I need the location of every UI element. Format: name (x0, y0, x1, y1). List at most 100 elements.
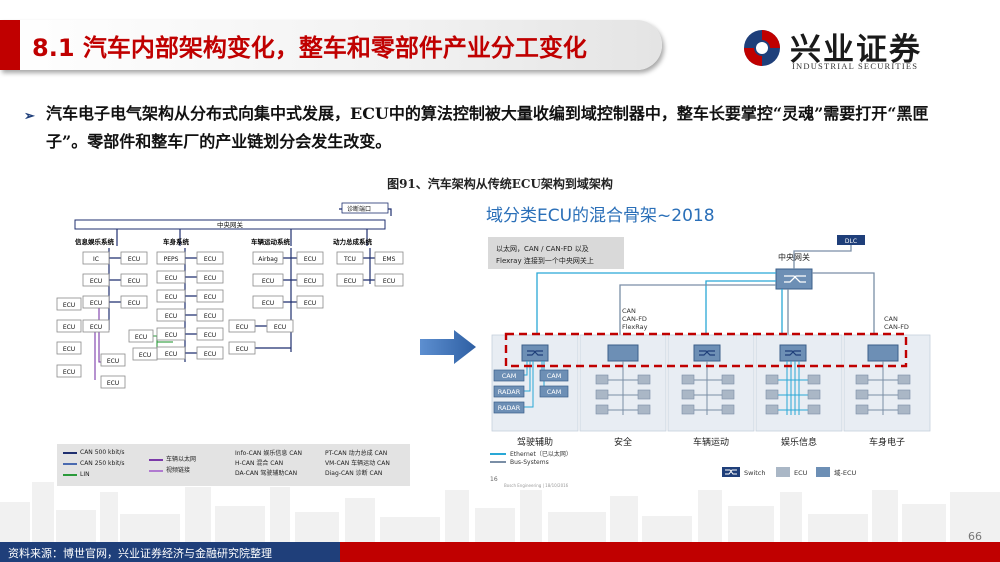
note-line-2: Flexray 连接到一个中央网关上 (496, 256, 594, 265)
ecu-label: ECU (304, 278, 316, 285)
note-line-1: 以太网，CAN / CAN-FD 以及 (496, 244, 589, 253)
gateway-label: 中央网关 (217, 220, 244, 229)
ecu-label: ECU (262, 278, 274, 285)
ecu-label-tcu: TCU (343, 256, 356, 263)
dlc-label: DLC (845, 238, 857, 245)
ecu-label-peps: PEPS (164, 256, 179, 263)
legend-switch: Switch (744, 469, 766, 477)
ecu-label: ECU (128, 256, 140, 263)
diagnostic-port-label: 诊断端口 (347, 205, 371, 213)
domain-architecture-svg: 以太网，CAN / CAN-FD 以及 Flexray 连接到一个中央网关上 D… (488, 235, 931, 488)
ecu-label: ECU (204, 313, 216, 320)
bus-label-can-fd-right: CAN-FD (884, 323, 909, 331)
legend-item-can250: CAN 250 kbit/s (63, 460, 125, 467)
domain-label-body: 车身电子 (869, 436, 905, 448)
diagram-fine-print: Bosch Engineering | 18/10/2016 (504, 483, 569, 488)
company-logo: 兴业证券 INDUSTRIAL SECURITIES (742, 26, 982, 74)
footer-source-text: 资料来源：博世官网，兴业证券经济与金融研究院整理 (8, 547, 272, 560)
group-label-body: 车身系统 (163, 237, 190, 246)
ecu-label: ECU (304, 256, 316, 263)
ecu-label: ECU (344, 278, 356, 285)
legend-item-info-can: Info-CAN 娱乐信息 CAN (235, 450, 303, 457)
ecu-label-ems: EMS (383, 256, 396, 263)
radar-label: RADAR (498, 388, 521, 396)
ecu-label: ECU (204, 294, 216, 301)
legend-item-h-can: H-CAN 混合 CAN (235, 460, 284, 467)
page-number: 66 (968, 530, 982, 543)
legend-domain-ecu: 域-ECU (834, 468, 856, 477)
ecu-label: ECU (63, 346, 75, 353)
footer-blue-segment (0, 542, 340, 562)
bullet-paragraph: ➢ 汽车电子电气架构从分布式向集中式发展，ECU中的算法控制被大量收编到域控制器… (24, 100, 958, 156)
ecu-label: ECU (262, 300, 274, 307)
domain-label-infotainment: 娱乐信息 (781, 436, 817, 448)
ecu-label: ECU (90, 300, 102, 307)
bus-label-can-fd: CAN-FD (622, 315, 647, 323)
domain-ecu-architecture-diagram: 域分类ECU的混合骨架~2018 以太网，CAN / CAN-FD 以及 Fle… (482, 195, 937, 490)
legend-item-vm-can: VM-CAN 车辆运动 CAN (325, 460, 390, 467)
ecu-label: ECU (383, 278, 395, 285)
footer-bar: 资料来源：博世官网，兴业证券经济与金融研究院整理 (0, 542, 1000, 562)
group-label-motion: 车辆运动系统 (251, 237, 291, 246)
ecu-label-ic: IC (93, 256, 99, 263)
logo-chinese-name: 兴业证券 (790, 32, 922, 68)
ecu-label: ECU (107, 380, 119, 387)
ecu-label: ECU (204, 256, 216, 263)
ecu-label: ECU (204, 351, 216, 358)
city-skyline-decoration (0, 474, 1000, 542)
ecu-label: ECU (63, 369, 75, 376)
ecu-label: ECU (204, 332, 216, 339)
ecu-label: ECU (165, 313, 177, 320)
legend-item-lin: LIN (63, 471, 90, 478)
ecu-label: ECU (63, 324, 75, 331)
group-label-infotainment: 信息娱乐系统 (75, 237, 115, 246)
ecu-label: ECU (236, 346, 248, 353)
ecu-label: ECU (304, 300, 316, 307)
ecu-label: ECU (128, 300, 140, 307)
legend-item-diag-can: Diag-CAN 诊断 CAN (325, 470, 383, 477)
legend-item-can500: CAN 500 kbit/s (63, 449, 125, 456)
legend-item-video: 视频链接 (149, 465, 190, 474)
page-title: 8.1 汽车内部架构变化，整车和零部件产业分工变化 (32, 34, 587, 62)
ecu-label: ECU (128, 278, 140, 285)
domain-controller-highlight-box (504, 332, 908, 368)
title-accent (0, 20, 20, 70)
traditional-ecu-architecture-diagram: 中央网关 诊断端口 信息娱乐系统 车身系统 车辆运动系统 动力总成系统 (55, 202, 410, 487)
left-diagram-legend: CAN 500 kbit/s CAN 250 kbit/s LIN 车辆以太网 … (57, 444, 410, 486)
group-label-powertrain: 动力总成系统 (333, 237, 373, 246)
bus-label-can-right: CAN (884, 315, 898, 323)
bullet-text: 汽车电子电气架构从分布式向集中式发展，ECU中的算法控制被大量收编到域控制器中，… (46, 104, 929, 151)
ecu-label: ECU (236, 324, 248, 331)
ecu-label: ECU (165, 294, 177, 301)
right-diagram-title: 域分类ECU的混合骨架~2018 (486, 206, 715, 226)
diagram-page-number: 16 (490, 476, 498, 483)
domain-label-motion: 车辆运动 (693, 436, 729, 448)
domain-label-adas: 驾驶辅助 (517, 436, 553, 448)
transition-arrow-icon (420, 330, 476, 364)
legend-item-da-can: DA-CAN 驾驶辅助CAN (235, 470, 298, 477)
ecu-label: ECU (63, 302, 75, 309)
figure-caption: 图91、汽车架构从传统ECU架构到域架构 (387, 177, 613, 191)
cam-label: CAM (547, 372, 562, 380)
title-bar: 8.1 汽车内部架构变化，整车和零部件产业分工变化 (0, 20, 662, 70)
ecu-label: ECU (204, 275, 216, 282)
cam-label: CAM (547, 388, 562, 396)
bullet-arrow-icon: ➢ (24, 109, 35, 124)
ecu-label: ECU (90, 324, 102, 331)
ecu-label: ECU (165, 332, 177, 339)
legend-ecu: ECU (794, 469, 808, 477)
ecu-label: ECU (135, 334, 147, 341)
bus-label-flexray: FlexRay (622, 323, 648, 331)
ecu-label: ECU (139, 352, 151, 359)
ecu-label: ECU (107, 358, 119, 365)
cam-label: CAM (502, 372, 517, 380)
traditional-ecu-diagram-svg: 中央网关 诊断端口 信息娱乐系统 车身系统 车辆运动系统 动力总成系统 (56, 202, 404, 389)
legend-item-ethernet: 车辆以太网 (149, 454, 196, 463)
domain-label-safety: 安全 (614, 436, 632, 448)
ecu-label: ECU (90, 278, 102, 285)
ecu-label: ECU (165, 275, 177, 282)
ecu-label: ECU (165, 351, 177, 358)
legend-ethernet: Ethernet（已以太网） (510, 450, 572, 458)
company-logo-icon (744, 30, 780, 66)
bus-label-can: CAN (622, 307, 636, 315)
